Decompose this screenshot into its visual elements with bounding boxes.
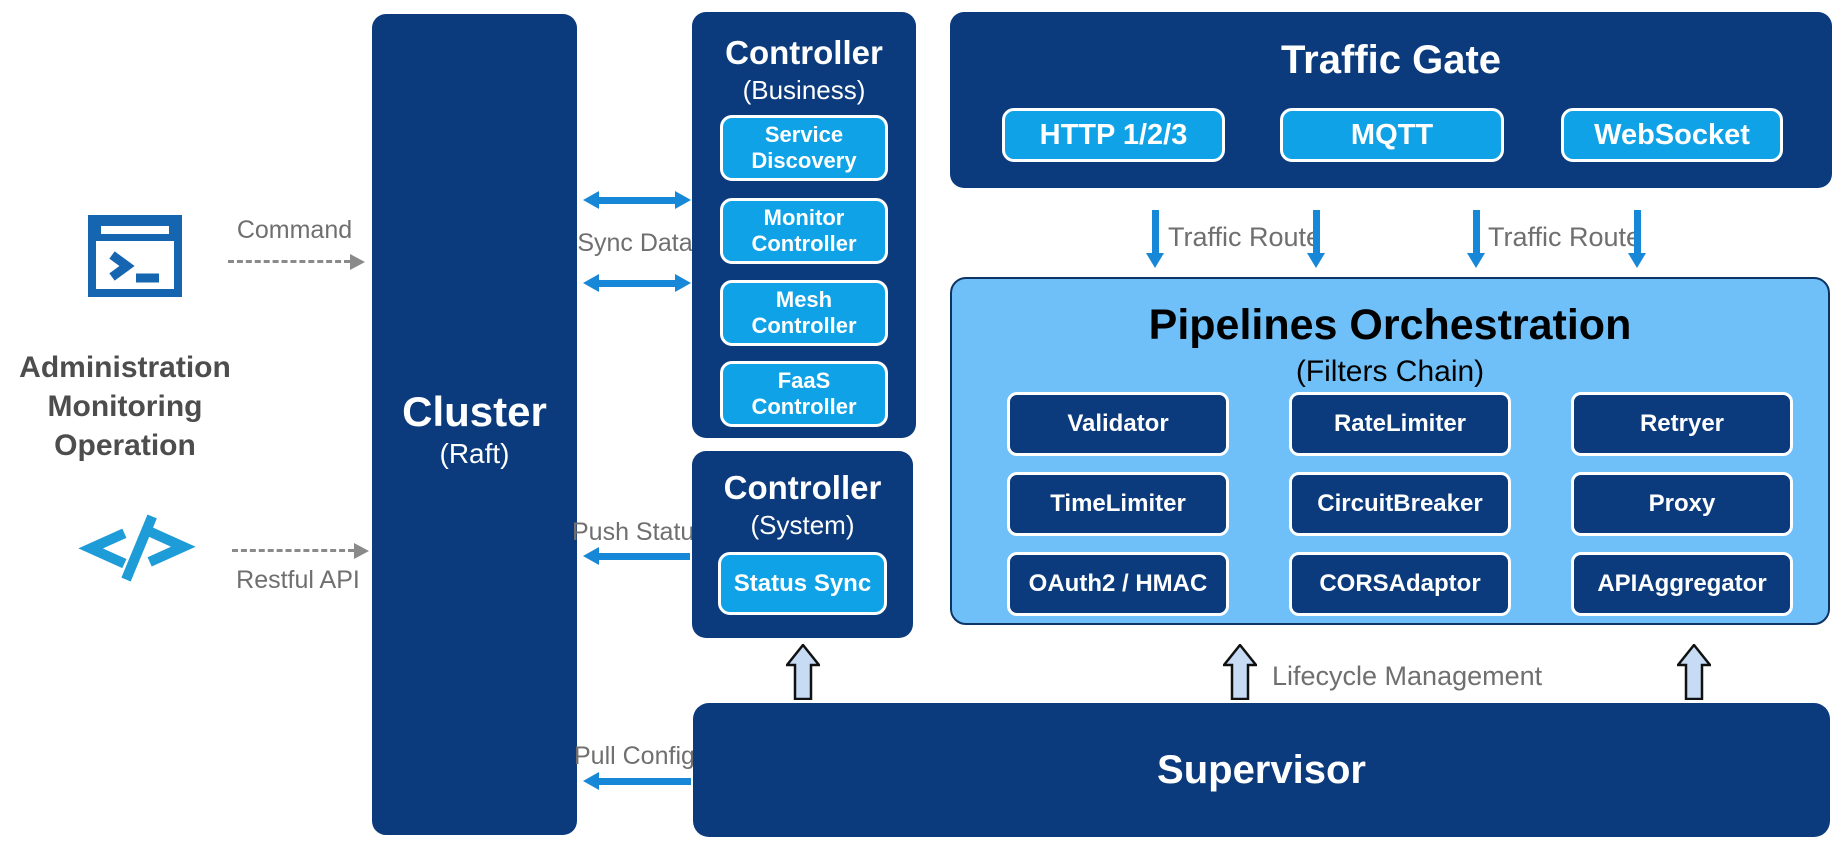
- sync-data-arrow-bottom: [583, 274, 691, 292]
- traffic-gate-box: Traffic Gate HTTP 1/2/3 MQTT WebSocket: [950, 12, 1832, 188]
- mesh-controller-node: Mesh Controller: [720, 280, 888, 346]
- pipelines-subtitle: (Filters Chain): [1295, 355, 1485, 388]
- pull-config-label: Pull Config: [574, 742, 695, 770]
- supervisor-box: Supervisor: [693, 703, 1830, 837]
- faas-controller-node: FaaS Controller: [720, 361, 888, 427]
- timelimiter-filter: TimeLimiter: [1007, 472, 1229, 536]
- pipelines-title: Pipelines Orchestration: [1148, 301, 1632, 349]
- circuitbreaker-filter: CircuitBreaker: [1289, 472, 1511, 536]
- validator-filter: Validator: [1007, 392, 1229, 456]
- corsadaptor-filter: CORSAdaptor: [1289, 552, 1511, 616]
- restful-api-arrow: [232, 543, 369, 559]
- apiaggregator-filter: APIAggregator: [1571, 552, 1793, 616]
- traffic-gate-title: Traffic Gate: [1280, 38, 1502, 82]
- lifecycle-up-arrow: [786, 644, 820, 700]
- monitor-controller-node: Monitor Controller: [720, 198, 888, 264]
- traffic-route-arrow: [1146, 210, 1164, 268]
- terminal-icon: [88, 215, 182, 297]
- command-label: Command: [236, 216, 353, 244]
- traffic-route-arrow: [1467, 210, 1485, 268]
- controller-system-subtitle: (System): [750, 510, 855, 540]
- proxy-filter: Proxy: [1571, 472, 1793, 536]
- admin-client-label: Administration Monitoring Operation: [10, 348, 240, 465]
- cluster-title: Cluster: [402, 388, 547, 435]
- controller-business-title: Controller: [725, 34, 883, 71]
- oauth2-hmac-filter: OAuth2 / HMAC: [1007, 552, 1229, 616]
- admin-line: Monitoring: [47, 390, 203, 423]
- cluster-box: Cluster (Raft): [372, 14, 577, 835]
- controller-business-box: Controller (Business) Service Discovery …: [692, 12, 916, 438]
- traffic-route-label: Traffic Route: [1488, 222, 1642, 252]
- pipelines-orchestration-box: Pipelines Orchestration (Filters Chain) …: [950, 277, 1830, 625]
- sync-data-label: Sync Data: [577, 229, 693, 257]
- service-discovery-node: Service Discovery: [720, 115, 888, 181]
- pull-config-arrow: [583, 772, 691, 790]
- traffic-route-arrow: [1307, 210, 1325, 268]
- sync-data-arrow-top: [583, 191, 691, 209]
- controller-system-title: Controller: [723, 469, 882, 506]
- code-icon: [78, 514, 196, 582]
- status-sync-node: Status Sync: [718, 552, 887, 615]
- traffic-route-label: Traffic Route: [1168, 222, 1322, 252]
- command-arrow: [228, 254, 365, 270]
- filters-grid: Validator RateLimiter Retryer TimeLimite…: [1007, 392, 1793, 616]
- http-protocol-node: HTTP 1/2/3: [1002, 108, 1225, 162]
- push-status-arrow: [583, 547, 690, 565]
- mqtt-protocol-node: MQTT: [1280, 108, 1504, 162]
- lifecycle-label: Lifecycle Management: [1272, 661, 1543, 691]
- controller-system-box: Controller (System) Status Sync: [692, 451, 913, 638]
- traffic-route-arrow: [1628, 210, 1646, 268]
- ratelimiter-filter: RateLimiter: [1289, 392, 1511, 456]
- supervisor-title: Supervisor: [1157, 747, 1366, 792]
- retryer-filter: Retryer: [1571, 392, 1793, 456]
- cluster-subtitle: (Raft): [439, 438, 510, 469]
- lifecycle-up-arrow: [1677, 644, 1711, 700]
- lifecycle-up-arrow: [1223, 644, 1257, 700]
- websocket-protocol-node: WebSocket: [1561, 108, 1783, 162]
- controller-business-subtitle: (Business): [742, 75, 866, 105]
- push-status-label: Push Status: [572, 518, 707, 546]
- admin-line: Operation: [54, 429, 196, 462]
- admin-line: Administration: [19, 351, 231, 384]
- restful-api-label: Restful API: [236, 566, 360, 594]
